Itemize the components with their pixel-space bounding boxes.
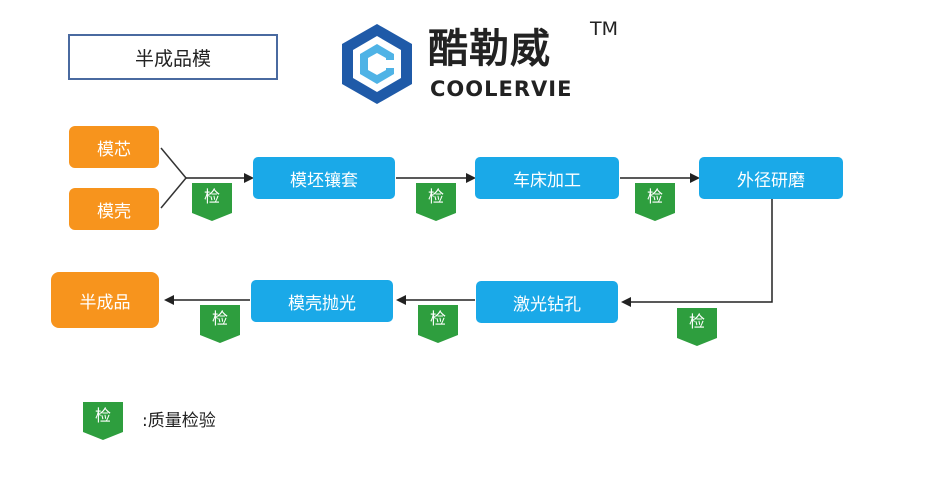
inspection-shield-icon [418, 305, 458, 343]
step-od-grinding: 外径研磨 [699, 157, 843, 199]
inspection-badge-label: 检 [203, 187, 220, 206]
page-title: 半成品模 [68, 34, 278, 80]
inspection-badge: 检 [418, 305, 458, 343]
inspection-badge-label: 检 [427, 187, 444, 206]
connector-core-merge [160, 147, 187, 179]
trademark-symbol: TM [590, 18, 618, 40]
inspection-badge-label: 检 [429, 309, 446, 328]
legend-badge: 检 [83, 402, 123, 440]
inspection-shield-icon [416, 183, 456, 221]
step-laser-drilling: 激光钻孔 [476, 281, 618, 323]
inspection-badge-label: 检 [646, 187, 663, 206]
step-lathe-machining: 车床加工 [475, 157, 619, 199]
inspection-badge: 检 [416, 183, 456, 221]
inspection-shield-icon [192, 183, 232, 221]
legend-shield-icon [83, 402, 123, 440]
inspection-shield-icon [200, 305, 240, 343]
brand-name-cn: 酷勒威 [428, 26, 551, 72]
coolervie-logo-icon [342, 24, 412, 104]
arrow-step3-step4 [621, 199, 773, 307]
output-semi-finished: 半成品 [51, 272, 159, 328]
legend-badge-label: 检 [94, 406, 111, 425]
inspection-shield-icon [635, 183, 675, 221]
input-mold-shell: 模壳 [69, 188, 159, 230]
legend-label: :质量检验 [142, 411, 216, 431]
brand-name-en: COOLERVIE [430, 77, 573, 101]
connector-shell-merge [160, 177, 187, 209]
inspection-badge: 检 [200, 305, 240, 343]
inspection-badge: 检 [677, 308, 717, 346]
step-blank-insert: 模坯镶套 [253, 157, 395, 199]
inspection-badge: 检 [192, 183, 232, 221]
step-shell-polishing: 模壳抛光 [251, 280, 393, 322]
inspection-badge-label: 检 [688, 312, 705, 331]
inspection-shield-icon [677, 308, 717, 346]
inspection-badge-label: 检 [211, 309, 228, 328]
input-mold-core: 模芯 [69, 126, 159, 168]
inspection-badge: 检 [635, 183, 675, 221]
